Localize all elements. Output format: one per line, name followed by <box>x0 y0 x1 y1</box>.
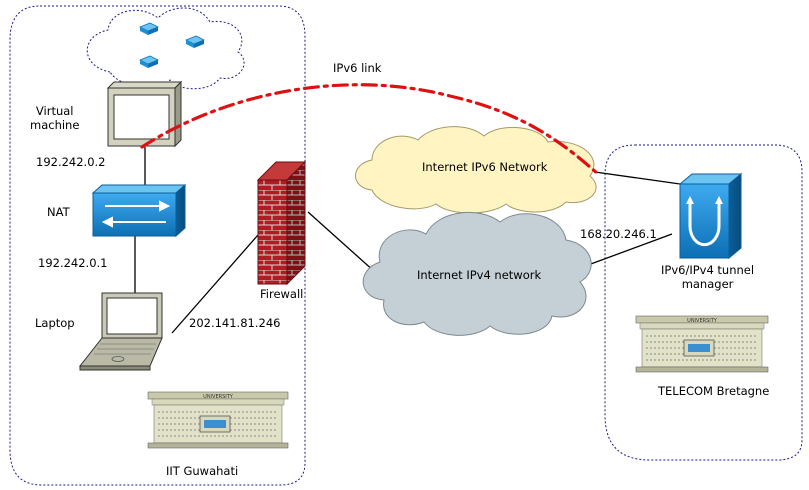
tunnel-icon <box>678 172 743 260</box>
monitor-icon <box>106 80 183 148</box>
left-site-boundary <box>9 5 306 486</box>
ipv6-link-line <box>140 83 600 176</box>
wireless-cloud <box>86 7 245 90</box>
tunnel-manager-label: IPv6/IPv4 tunnel manager <box>661 263 755 291</box>
ipv4-cloud <box>362 211 592 336</box>
building-icon: UNIVERSITY <box>147 391 289 449</box>
tunnel-manager-ip-label: 168.20.246.1 <box>580 227 657 241</box>
switch-icon <box>91 183 187 238</box>
ipv6-link-label: IPv6 link <box>333 61 382 75</box>
virtual-machine-label: Virtual machine <box>30 104 80 132</box>
laptop-label: Laptop <box>35 316 75 330</box>
nat-label: NAT <box>47 205 70 219</box>
wifi-device-icon <box>139 22 159 35</box>
laptop-icon <box>78 292 163 371</box>
ipv6-cloud-label: Internet IPv6 Network <box>422 160 548 174</box>
wifi-device-icon <box>139 55 159 68</box>
building-sign: UNIVERSITY <box>203 394 234 400</box>
building-sign: UNIVERSITY <box>687 318 718 324</box>
right-site-name: TELECOM Bretagne <box>658 384 770 398</box>
firewall-icon <box>256 160 307 286</box>
firewall-label: Firewall <box>260 287 304 301</box>
nat-ip-label: 192.242.0.1 <box>38 256 108 270</box>
building-icon: UNIVERSITY <box>635 315 769 373</box>
connection-lines <box>134 147 681 334</box>
ipv4-cloud-label: Internet IPv4 network <box>417 268 542 282</box>
left-site-name: IIT Guwahati <box>166 464 239 478</box>
right-site-boundary <box>604 144 803 461</box>
laptop-ip-label: 202.141.81.246 <box>189 316 281 330</box>
wifi-device-icon <box>185 35 205 48</box>
vm-ip-label: 192.242.0.2 <box>36 155 106 169</box>
